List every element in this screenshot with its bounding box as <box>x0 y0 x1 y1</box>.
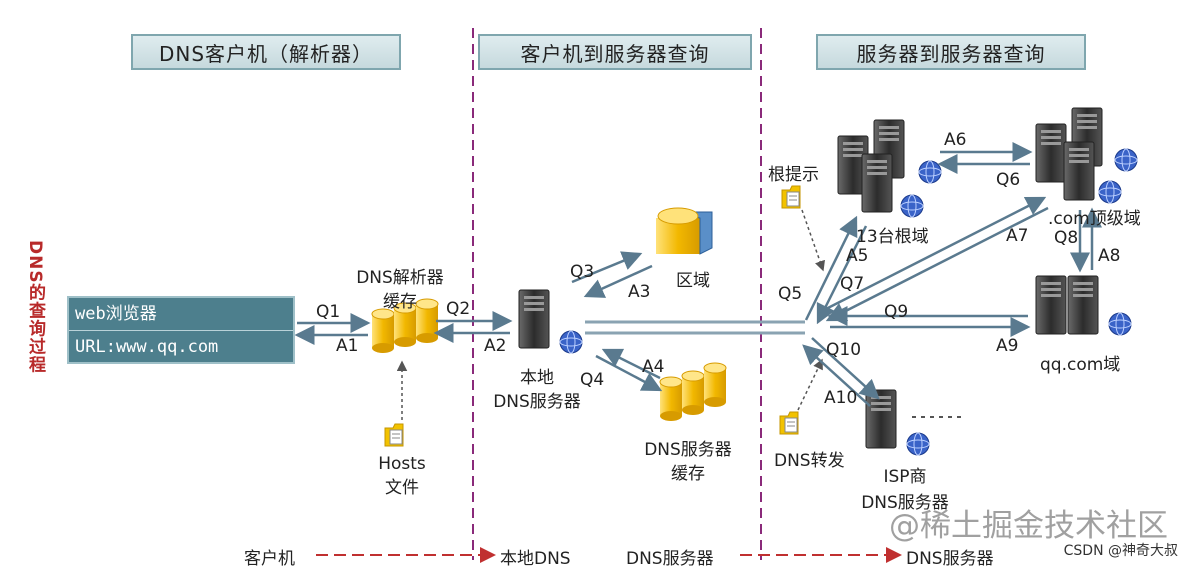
hosts-file-icon <box>384 423 404 447</box>
label-zone: 区域 <box>676 271 710 291</box>
watermark: @稀土掘金技术社区 <box>889 508 1168 544</box>
msg-q9: Q9 <box>884 302 909 322</box>
label-dns-cache: DNS服务器 缓存 <box>644 440 732 484</box>
root-hints-link <box>801 209 825 272</box>
msg-q3: Q3 <box>570 262 595 282</box>
com-tld-servers-icon <box>1035 107 1138 204</box>
label-isp-dns: ISP商 DNS服务器 <box>861 467 949 513</box>
label-hosts-file: Hosts 文件 <box>378 454 426 498</box>
label-local-dns: 本地 DNS服务器 <box>493 368 581 412</box>
local-dns-server-icon <box>518 289 583 354</box>
forwarder-link <box>797 358 823 411</box>
header-client-to-server: 客户机到服务器查询 <box>478 34 752 70</box>
msg-a1: A1 <box>336 336 359 356</box>
arrow-q5 <box>804 215 858 321</box>
browser-url: URL:www.qq.com <box>69 330 293 363</box>
arrow-q7 <box>825 206 1049 322</box>
msg-a4: A4 <box>642 357 665 377</box>
msg-a3: A3 <box>628 282 651 302</box>
msg-a6: A6 <box>944 130 967 150</box>
msg-a8: A8 <box>1098 246 1121 266</box>
dns-server-cache-icon <box>659 362 727 422</box>
legend-dns-server-1: DNS服务器 <box>626 549 714 569</box>
label-root-hints: 根提示 <box>768 165 819 185</box>
arrow-a3 <box>583 264 653 298</box>
label-com-tld: .com顶级域 <box>1048 209 1141 229</box>
side-label: DNS的查询过程 <box>25 240 45 374</box>
label-resolver-cache: DNS解析器 缓存 <box>356 268 444 312</box>
arrow-a7 <box>819 196 1047 314</box>
msg-a10: A10 <box>824 388 858 408</box>
arrow-a10 <box>802 344 871 407</box>
label-root-servers: 13台根域 <box>856 227 929 247</box>
msg-a7: A7 <box>1006 226 1029 246</box>
browser-title: web浏览器 <box>75 304 157 324</box>
isp-dns-server-icon <box>865 389 930 456</box>
msg-q6: Q6 <box>996 170 1021 190</box>
msg-a5: A5 <box>846 246 869 266</box>
msg-q2: Q2 <box>446 299 471 319</box>
msg-q4: Q4 <box>580 370 605 390</box>
credit: CSDN @神奇大叔 <box>1063 543 1178 559</box>
legend-client: 客户机 <box>244 549 295 569</box>
msg-a2: A2 <box>484 336 507 356</box>
msg-q8: Q8 <box>1054 228 1079 248</box>
web-browser-box: web浏览器 URL:www.qq.com <box>67 296 295 364</box>
qq-domain-servers-icon <box>1035 275 1132 336</box>
msg-q7: Q7 <box>840 274 865 294</box>
msg-q10: Q10 <box>826 340 862 360</box>
label-qq-domain: qq.com域 <box>1040 355 1121 375</box>
msg-a9: A9 <box>996 336 1019 356</box>
label-forwarder: DNS转发 <box>774 451 845 471</box>
arrow-a4 <box>601 348 661 380</box>
root-servers-icon <box>837 119 942 218</box>
msg-q5: Q5 <box>778 284 803 304</box>
arrow-q3 <box>571 251 643 284</box>
msg-q1: Q1 <box>316 302 341 322</box>
header-server-to-server: 服务器到服务器查询 <box>816 34 1086 70</box>
root-hints-icon <box>781 185 801 209</box>
header-client: DNS客户机（解析器） <box>131 34 401 70</box>
legend-local-dns: 本地DNS <box>500 549 571 569</box>
legend-dns-server-2: DNS服务器 <box>906 549 994 569</box>
forwarder-icon <box>779 411 799 435</box>
zone-icon <box>656 207 713 255</box>
